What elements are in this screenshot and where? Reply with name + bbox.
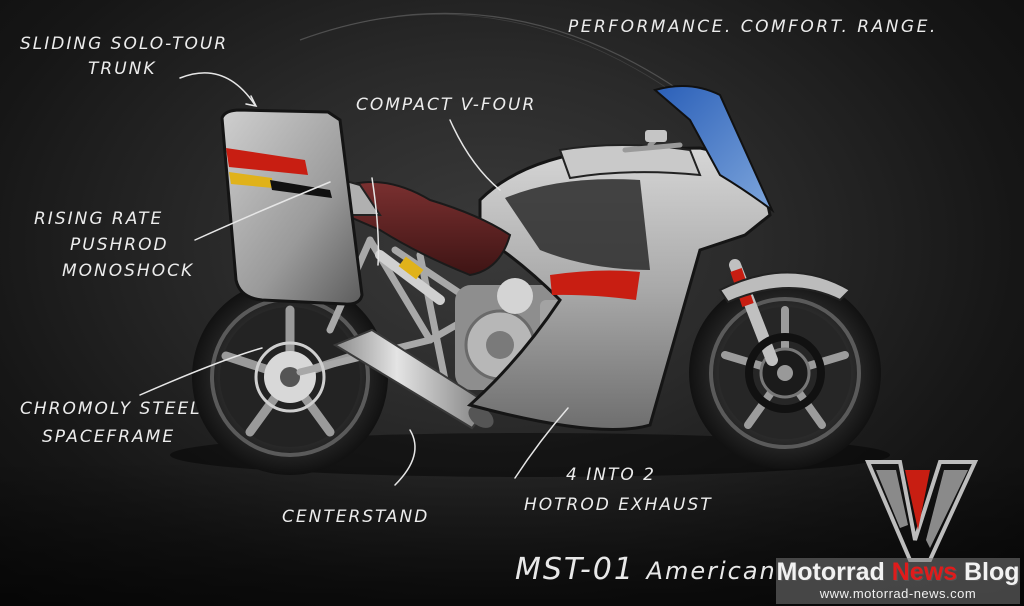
model-name: American (646, 557, 777, 585)
annotation-trunk-line2: Trunk (88, 59, 157, 79)
mirror (645, 130, 667, 142)
watermark-brand-part2: News (891, 558, 958, 586)
annotation-shock-line3: Monoshock (62, 261, 195, 281)
annotation-shock-line1: Rising Rate (34, 209, 164, 229)
rear-wheel (192, 279, 388, 475)
brand-emblem (864, 460, 979, 562)
windscreen (652, 85, 775, 214)
annotation-exhaust-line2: Hotrod Exhaust (524, 495, 713, 515)
annotation-exhaust-line1: 4 into 2 (566, 465, 656, 485)
annotation-frame-line1: Chromoly Steel (20, 399, 202, 419)
annotation-frame-line2: Spaceframe (42, 427, 176, 447)
tagline: Performance. Comfort. Range. (568, 17, 938, 37)
leader-lines (139, 72, 569, 486)
front-brake-disc (745, 333, 825, 413)
front-wheel (689, 277, 881, 469)
watermark-brand-part1: Motorrad (776, 558, 892, 586)
model-code: MST-01 (515, 552, 635, 587)
seat (334, 181, 512, 277)
fuel-tank (558, 144, 702, 180)
annotation-engine: Compact V-Four (356, 95, 537, 115)
rear-brake-disc (254, 341, 326, 413)
watermark-brand-part3: Blog (957, 558, 1020, 586)
watermark-brand: Motorrad News Blog (776, 558, 1020, 586)
annotation-centerstand: Centerstand (282, 507, 430, 527)
model-title: MST-01 American (515, 552, 777, 587)
front-fender (718, 271, 852, 304)
annotation-shock-line2: Pushrod (70, 235, 169, 255)
annotation-trunk-line1: Sliding Solo-Tour (20, 34, 229, 54)
fairing-cutout (505, 179, 650, 270)
fairing-red-trim (550, 270, 640, 300)
watermark-badge: Motorrad News Blog www.motorrad-news.com (776, 558, 1020, 604)
monoshock (375, 250, 445, 305)
watermark-url: www.motorrad-news.com (819, 586, 977, 601)
solo-tour-trunk (220, 108, 364, 306)
